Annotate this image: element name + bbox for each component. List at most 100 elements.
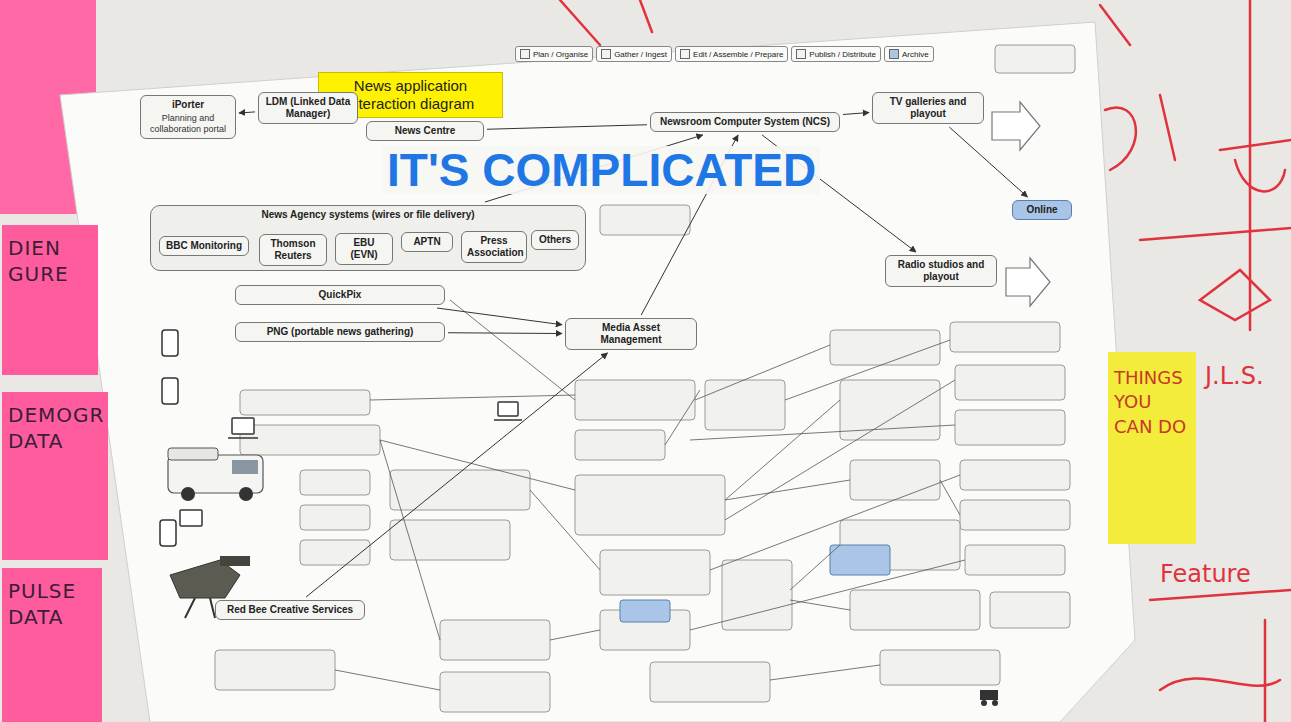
paper-sheet — [60, 22, 1135, 722]
device-icon — [160, 520, 176, 546]
background-box — [390, 520, 510, 560]
background-box — [575, 430, 665, 460]
background-box — [955, 410, 1065, 445]
device-icon — [494, 419, 522, 421]
sticky-note: DIEN GURE — [2, 225, 98, 375]
legend-swatch — [889, 49, 899, 59]
background-box — [300, 540, 370, 565]
background-line — [790, 545, 840, 590]
pen-drawing — [1235, 160, 1285, 191]
connector — [949, 127, 1027, 197]
background-box — [215, 45, 1075, 712]
background-box — [575, 380, 695, 420]
connector — [306, 353, 607, 597]
background-line — [785, 340, 950, 400]
legend-swatch — [796, 49, 806, 59]
process-box: iPorterPlanning and collaboration portal — [140, 95, 236, 139]
legend-swatch — [520, 49, 530, 59]
legend-item: Edit / Assemble / Prepare — [675, 46, 788, 62]
legend: Plan / OrganiseGather / IngestEdit / Ass… — [515, 46, 934, 62]
background-line — [695, 345, 830, 400]
background-line — [380, 440, 575, 490]
background-line — [380, 440, 440, 640]
truck-icon — [992, 700, 998, 706]
pen-drawing — [1220, 140, 1291, 150]
process-box: EBU (EVN) — [335, 233, 393, 265]
process-box: Media Asset Management — [565, 318, 697, 350]
van-illustration — [181, 487, 195, 501]
background-line — [370, 395, 575, 400]
camera-illustration — [185, 598, 215, 618]
background-box — [575, 475, 725, 535]
background-box — [300, 470, 370, 495]
background-box — [830, 330, 940, 365]
van-illustration — [168, 448, 263, 501]
legend-text: Archive — [902, 50, 929, 59]
process-box: TV galleries and playout — [872, 92, 984, 124]
node-heading: Online — [1018, 204, 1066, 216]
hollow-arrow — [992, 102, 1040, 150]
node-heading: Radio studios and playout — [891, 259, 991, 283]
background-line — [665, 390, 700, 445]
node-heading: DIEN GURE — [8, 235, 92, 287]
legend-text: Plan / Organise — [533, 50, 588, 59]
highlight-box: Online — [1012, 200, 1072, 220]
device-icon — [162, 330, 178, 356]
background-line — [450, 300, 575, 400]
device-icon — [160, 330, 522, 546]
background-box — [300, 505, 370, 530]
pen-drawing — [1160, 95, 1175, 160]
pen-drawing — [640, 0, 652, 32]
background-box — [705, 380, 785, 430]
sticky-note: DEMOGR DATA — [2, 392, 108, 560]
background-box — [990, 592, 1070, 628]
background-line — [335, 670, 440, 690]
handwritten-note: J.L.S. — [1205, 362, 1264, 390]
node-heading: News Centre — [372, 125, 478, 137]
background-box — [620, 545, 890, 622]
node-heading: THINGS YOU CAN DO — [1114, 366, 1190, 439]
truck-icon — [981, 700, 987, 706]
pen-drawing — [1200, 270, 1270, 320]
node-heading: PNG (portable news gathering) — [241, 326, 439, 338]
background-box — [600, 550, 710, 595]
device-icon — [180, 510, 202, 526]
connector — [239, 112, 255, 113]
device-icon — [232, 418, 254, 434]
device-icon — [162, 378, 178, 404]
background-line — [690, 560, 965, 630]
background-box — [960, 500, 1070, 530]
node-heading: LDM (Linked Data Manager) — [264, 96, 352, 120]
background-box — [650, 662, 770, 702]
background-line — [940, 480, 960, 515]
legend-item: Publish / Distribute — [791, 46, 881, 62]
background-box — [950, 322, 1060, 352]
background-box — [440, 672, 550, 712]
pen-drawing — [1160, 678, 1280, 690]
truck-icon — [980, 690, 998, 700]
pen-drawing — [560, 0, 600, 45]
background-line — [770, 665, 880, 680]
background-line — [335, 300, 965, 690]
background-box — [215, 650, 335, 690]
node-heading: QuickPix — [241, 289, 439, 301]
background-box — [965, 545, 1065, 575]
process-box: News Centre — [366, 121, 484, 141]
background-line — [725, 380, 955, 520]
connector — [487, 125, 647, 130]
van-illustration — [239, 487, 253, 501]
pen-drawing — [1105, 107, 1136, 170]
legend-swatch — [680, 49, 690, 59]
paper-sheet — [60, 22, 1135, 722]
node-heading: News Agency systems (wires or file deliv… — [156, 209, 580, 221]
handwritten-note: Feature — [1160, 560, 1251, 588]
background-line — [710, 475, 960, 570]
sticky-note: PULSE DATA — [2, 568, 102, 722]
node-heading: DEMOGR DATA — [8, 402, 102, 454]
van-illustration — [168, 448, 218, 460]
overlay-caption: IT'S COMPLICATED — [383, 146, 820, 194]
device-icon — [498, 402, 518, 416]
node-heading: iPorter — [146, 99, 230, 111]
